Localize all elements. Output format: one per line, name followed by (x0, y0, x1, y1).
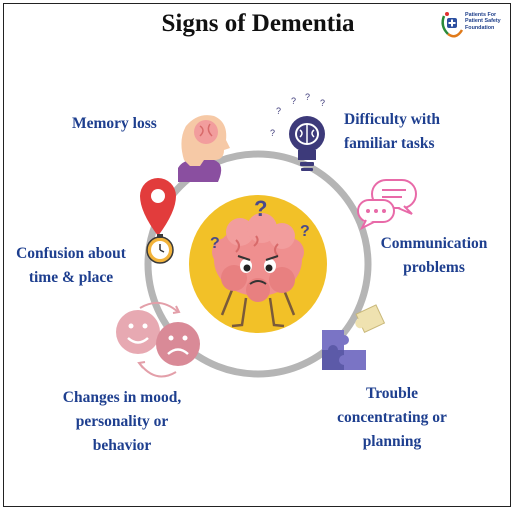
center-brain-icon: ? ? ? (189, 195, 327, 333)
sign-label-mood-changes: Changes in mood, personality or behavior (62, 389, 182, 454)
sign-label-memory-loss: Memory loss (72, 115, 157, 132)
mood-faces-icon (116, 301, 200, 378)
svg-text:?: ? (291, 96, 296, 106)
speech-bubbles-icon (357, 179, 417, 231)
sign-label-confusion: Confusion about time & place (16, 245, 126, 286)
location-clock-icon (140, 178, 176, 264)
puzzle-icon (322, 304, 386, 370)
sign-label-communication: Communication problems (380, 235, 488, 276)
svg-text:?: ? (276, 106, 281, 116)
svg-text:?: ? (320, 98, 325, 108)
lightbulb-brain-icon: ? ? ? ? ? (270, 92, 325, 171)
sign-label-familiar-tasks: Difficulty with familiar tasks (344, 111, 441, 152)
svg-text:?: ? (305, 92, 310, 102)
svg-text:?: ? (300, 223, 310, 240)
svg-text:?: ? (270, 128, 275, 138)
sign-label-concentrating: Trouble concentrating or planning (337, 385, 447, 450)
svg-text:?: ? (254, 196, 267, 221)
ring-path (144, 150, 372, 378)
head-brain-icon (178, 115, 230, 182)
svg-text:?: ? (210, 235, 220, 252)
foundation-logo-icon (441, 12, 464, 38)
border-frame (3, 3, 511, 507)
logo-text: Patients For Patient Safety Foundation (465, 12, 501, 31)
page-title: Signs of Dementia (161, 10, 355, 37)
